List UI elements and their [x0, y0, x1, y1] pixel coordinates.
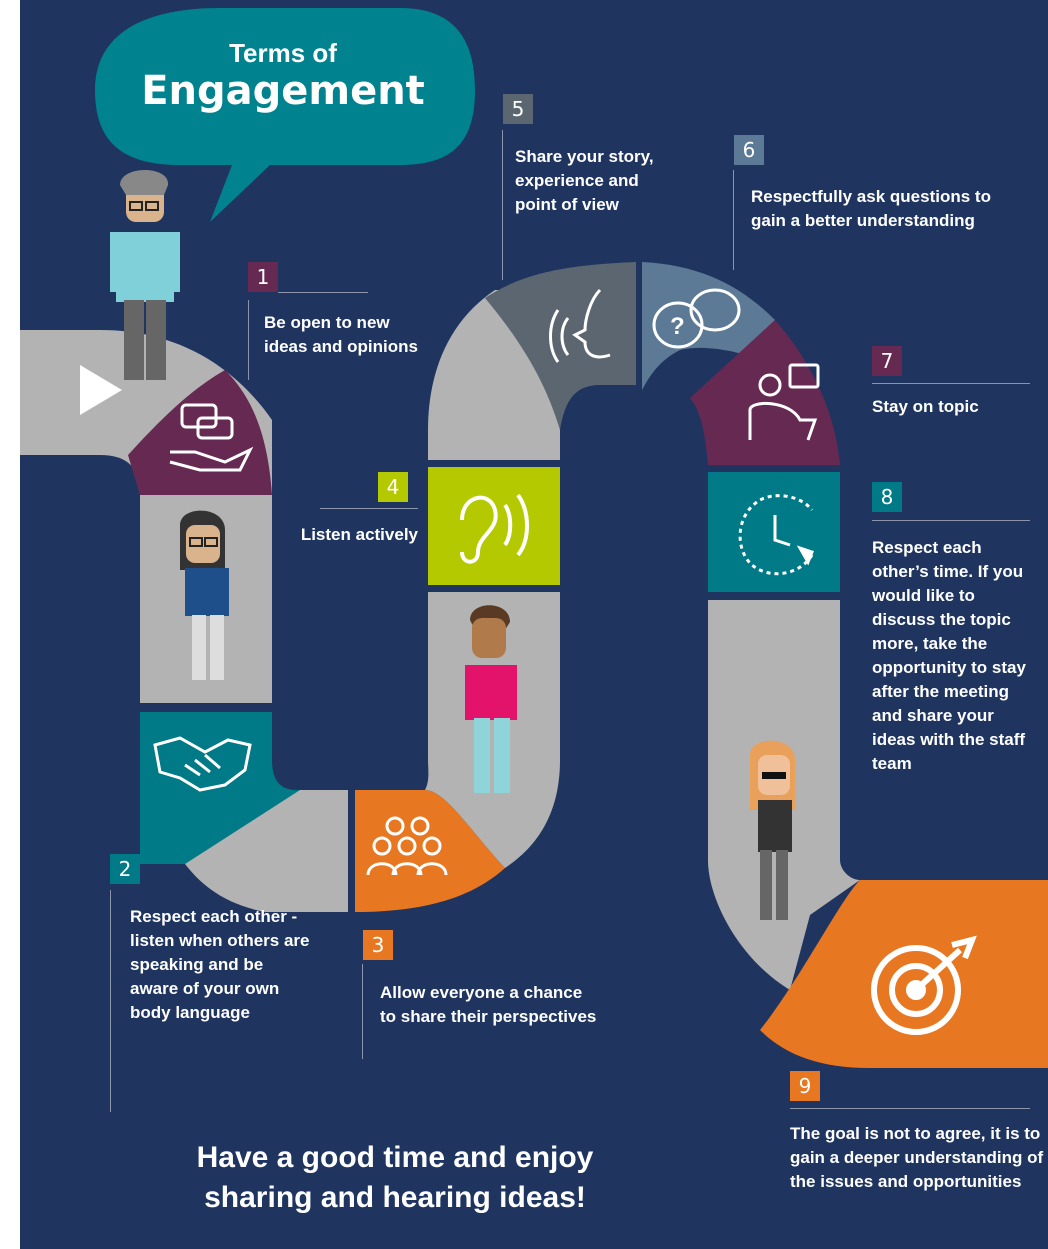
title-line-2: Engagement	[141, 68, 425, 114]
step-4-text: Listen actively	[300, 525, 418, 544]
title-speech-bubble	[95, 8, 475, 222]
path-segment	[708, 600, 840, 718]
divider	[278, 292, 368, 293]
step-7-text: Stay on topic	[872, 397, 979, 416]
page-title: Terms of Engagement	[118, 38, 448, 114]
divider	[502, 130, 503, 280]
step-8-number: 8	[872, 482, 902, 512]
divider	[110, 890, 111, 1112]
speaking-head-icon	[549, 288, 611, 363]
play-icon	[80, 365, 122, 415]
person-man-pink-shirt	[465, 605, 517, 793]
divider	[872, 520, 1030, 521]
step-2-number: 2	[110, 854, 140, 884]
person-woman-glasses	[180, 510, 229, 680]
divider	[362, 964, 363, 1059]
person-man-gray-hair	[110, 170, 180, 380]
group-icon	[366, 816, 448, 876]
step-6-tile	[642, 262, 775, 390]
step-4-number: 4	[378, 472, 408, 502]
path-start-segment	[20, 330, 272, 495]
step-3-text: Allow everyone a chance to share their p…	[380, 983, 597, 1026]
step-5-number: 5	[503, 94, 533, 124]
question-bubble-icon: ?	[652, 288, 741, 349]
presenter-icon	[748, 363, 820, 441]
step-6-number: 6	[734, 135, 764, 165]
divider	[790, 1108, 1030, 1109]
step-1-number: 1	[248, 262, 278, 292]
closing-message: Have a good time and enjoy sharing and h…	[150, 1138, 640, 1218]
step-5-text: Share your story, experience and point o…	[515, 147, 654, 214]
step-7-number: 7	[872, 346, 902, 376]
divider	[872, 383, 1030, 384]
step-2-text: Respect each other - listen when others …	[130, 907, 310, 1022]
ear-icon	[460, 493, 529, 564]
divider	[733, 170, 734, 270]
path-segment	[185, 790, 348, 912]
step-3-number: 3	[363, 930, 393, 960]
title-line-1: Terms of	[229, 38, 337, 68]
person-woman-blonde	[750, 740, 795, 920]
divider	[248, 300, 249, 380]
step-9-tile	[760, 880, 1048, 1068]
step-8-text: Respect each other’s time. If you would …	[872, 538, 1026, 773]
step-1-text: Be open to new ideas and opinions	[264, 313, 418, 356]
step-6-text: Respectfully ask questions to gain a bet…	[751, 187, 991, 230]
step-9-number: 9	[790, 1071, 820, 1101]
svg-text:?: ?	[670, 313, 685, 340]
step-1-tile	[128, 370, 272, 495]
closing-line-2: sharing and hearing ideas!	[204, 1181, 586, 1214]
path-segment	[425, 592, 560, 868]
clock-icon	[738, 494, 814, 576]
divider	[320, 508, 418, 509]
handshake-icon	[153, 736, 252, 792]
step-3-tile	[355, 790, 505, 912]
step-9-text: The goal is not to agree, it is to gain …	[790, 1124, 1044, 1191]
step-5-tile	[485, 262, 636, 430]
closing-line-1: Have a good time and enjoy	[196, 1141, 594, 1174]
speech-bubbles-hand-icon	[169, 403, 254, 472]
target-icon	[871, 935, 977, 1035]
